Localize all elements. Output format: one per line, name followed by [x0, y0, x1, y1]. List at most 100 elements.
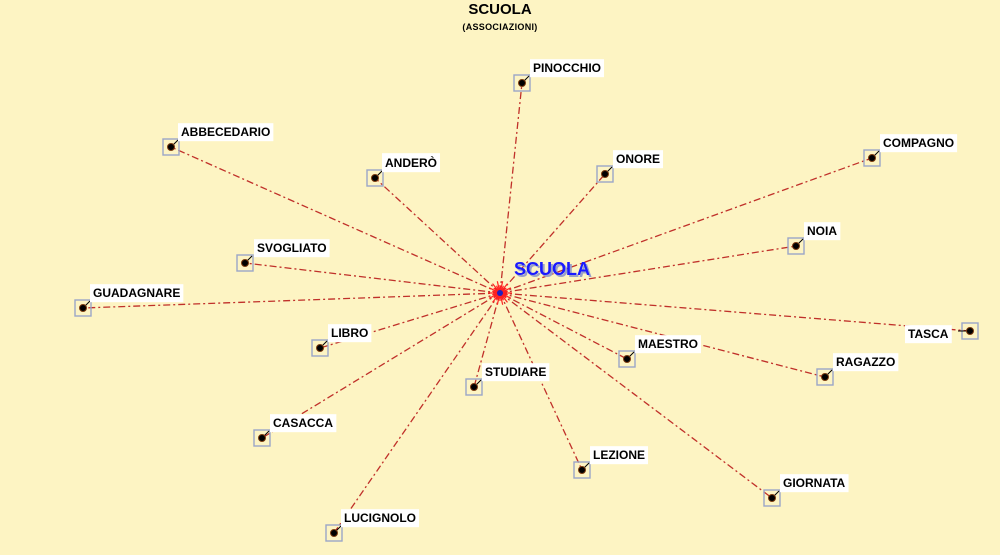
node-casacca[interactable]: CASACCA [253, 414, 337, 447]
node-box [162, 138, 180, 156]
node-label-bg [382, 153, 441, 173]
page-title: SCUOLA [468, 1, 532, 18]
node-box [596, 165, 614, 183]
edge-abbecedario [170, 146, 501, 294]
node-label: NOIA [807, 224, 837, 238]
node-label: ONORE [616, 152, 660, 166]
node-label-bg [833, 353, 899, 372]
node-dot [601, 170, 609, 178]
node-dot [241, 259, 249, 267]
node-box [787, 237, 805, 255]
node-box [236, 254, 254, 272]
node-dot [330, 529, 338, 537]
edge-ragazzo [499, 292, 826, 378]
node-dot [518, 79, 526, 87]
node-guadagnare[interactable]: GUADAGNARE [74, 284, 184, 317]
node-lezione[interactable]: LEZIONE [573, 446, 649, 479]
node-label: LIBRO [331, 326, 368, 340]
node-box [816, 368, 834, 386]
node-dot [868, 154, 876, 162]
edge-pinocchio [499, 82, 523, 294]
node-libro[interactable]: LIBRO [311, 324, 372, 357]
node-label-bg [341, 509, 419, 528]
node-label: GIORNATA [783, 476, 846, 490]
node-box [763, 489, 781, 507]
node-label: ANDERÒ [385, 155, 437, 170]
node-label: PINOCCHIO [533, 61, 601, 75]
node-andero[interactable]: ANDERÒ [366, 153, 441, 187]
node-box [253, 429, 271, 447]
node-box [325, 524, 343, 542]
node-box [465, 378, 483, 396]
center-dot [497, 290, 503, 296]
edge-tasca [499, 292, 971, 332]
nodes-layer: PINOCCHIO ABBECEDARIO ONORE COMPAGNO ANDERÒ S… [74, 59, 979, 542]
node-dot [821, 373, 829, 381]
node-lucignolo[interactable]: LUCIGNOLO [325, 509, 419, 542]
node-abbecedario[interactable]: ABBECEDARIO [162, 123, 274, 156]
edge-giornata [499, 292, 773, 499]
edge-guadagnare [82, 292, 501, 309]
node-label-bg [905, 325, 952, 344]
node-label-bg [178, 123, 274, 142]
node-label-bg [270, 414, 337, 433]
node-noia[interactable]: NOIA [787, 222, 841, 255]
node-tasca[interactable]: TASCA [905, 322, 979, 344]
node-label-bg [880, 134, 958, 153]
node-compagno[interactable]: COMPAGNO [863, 134, 958, 167]
node-dot [768, 494, 776, 502]
node-ragazzo[interactable]: RAGAZZO [816, 353, 899, 386]
node-label-bg [530, 59, 605, 78]
node-label-bg [804, 222, 841, 241]
node-label-bg [635, 335, 701, 354]
node-label-bg [613, 150, 664, 169]
edge-svogliato [244, 262, 501, 294]
node-dot [792, 242, 800, 250]
edge-compagno [499, 157, 873, 294]
node-giornata[interactable]: GIORNATA [763, 474, 849, 507]
node-dot [623, 355, 631, 363]
node-label-bg [780, 474, 849, 493]
node-dot [79, 304, 87, 312]
center-label: SCUOLA [514, 259, 590, 279]
node-svogliato[interactable]: SVOGLIATO [236, 239, 330, 272]
node-label-bg [590, 446, 649, 465]
node-label-bg [254, 239, 330, 258]
node-label-bg [328, 324, 372, 343]
node-dot [578, 466, 586, 474]
edge-maestro [499, 292, 628, 360]
node-label: CASACCA [273, 416, 333, 430]
edge-casacca [261, 292, 501, 439]
node-label: LUCIGNOLO [344, 511, 416, 525]
node-box [618, 350, 636, 368]
page-subtitle: (ASSOCIAZIONI) [462, 22, 538, 32]
node-label-bg [90, 284, 184, 303]
node-dot [167, 143, 175, 151]
node-dot [966, 327, 974, 335]
edge-noia [499, 245, 797, 294]
node-maestro[interactable]: MAESTRO [618, 335, 701, 368]
node-box [573, 461, 591, 479]
node-label: ABBECEDARIO [181, 125, 270, 139]
node-dot [371, 174, 379, 182]
edges-layer [82, 82, 971, 534]
node-dot [470, 383, 478, 391]
node-onore[interactable]: ONORE [596, 150, 664, 183]
node-box [74, 299, 92, 317]
node-label: SVOGLIATO [257, 241, 327, 255]
node-pinocchio[interactable]: PINOCCHIO [513, 59, 605, 92]
node-label-bg [482, 363, 550, 382]
node-label: COMPAGNO [883, 136, 954, 150]
center-label-shadow: SCUOLA [516, 261, 592, 281]
edge-lucignolo [333, 292, 501, 534]
edge-onore [499, 173, 606, 294]
node-label: GUADAGNARE [93, 286, 180, 300]
node-studiare[interactable]: STUDIARE [465, 363, 550, 396]
node-box [366, 169, 384, 187]
node-label: TASCA [908, 327, 949, 341]
node-label: LEZIONE [593, 448, 645, 462]
node-dot [258, 434, 266, 442]
edge-studiare [473, 292, 501, 388]
